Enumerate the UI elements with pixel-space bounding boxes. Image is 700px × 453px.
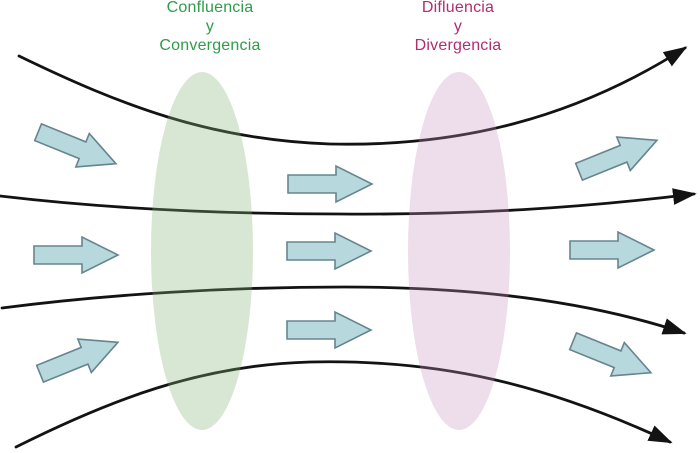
confluence-label-line1: Confluencia (166, 0, 254, 16)
streamline-lower-middle (0, 285, 687, 335)
flow-arrow-left-bottom-icon (35, 338, 120, 384)
confluence-label-line2: y (205, 18, 215, 35)
flow-arrow-left-middle-icon (33, 235, 120, 275)
difluence-zone-ellipse (408, 72, 510, 430)
flow-arrow-center-top-icon (287, 164, 374, 204)
flow-arrow-center-middle-icon (286, 231, 373, 271)
confluence-zone-ellipse (151, 72, 253, 430)
streamline-bottom (14, 360, 673, 449)
streamline-upper-middle (0, 188, 697, 216)
flow-arrow-center-bottom-icon (286, 310, 373, 350)
streamline-top (17, 46, 688, 146)
difluence-label-line3: Divergencia (414, 37, 502, 54)
difluence-label-line2: y (453, 18, 463, 35)
confluence-label: Confluencia y Convergencia (135, 0, 285, 55)
difluence-label-line1: Difluencia (421, 0, 495, 16)
flow-arrow-right-top-icon (574, 136, 659, 182)
flow-arrow-right-bottom-icon (568, 331, 653, 377)
confluence-label-line3: Convergencia (159, 37, 261, 54)
flow-arrow-left-top-icon (33, 122, 118, 168)
flow-arrows (33, 122, 659, 384)
streamlines (0, 46, 697, 449)
difluence-label: Difluencia y Divergencia (383, 0, 533, 55)
flow-arrow-right-middle-icon (569, 230, 656, 270)
